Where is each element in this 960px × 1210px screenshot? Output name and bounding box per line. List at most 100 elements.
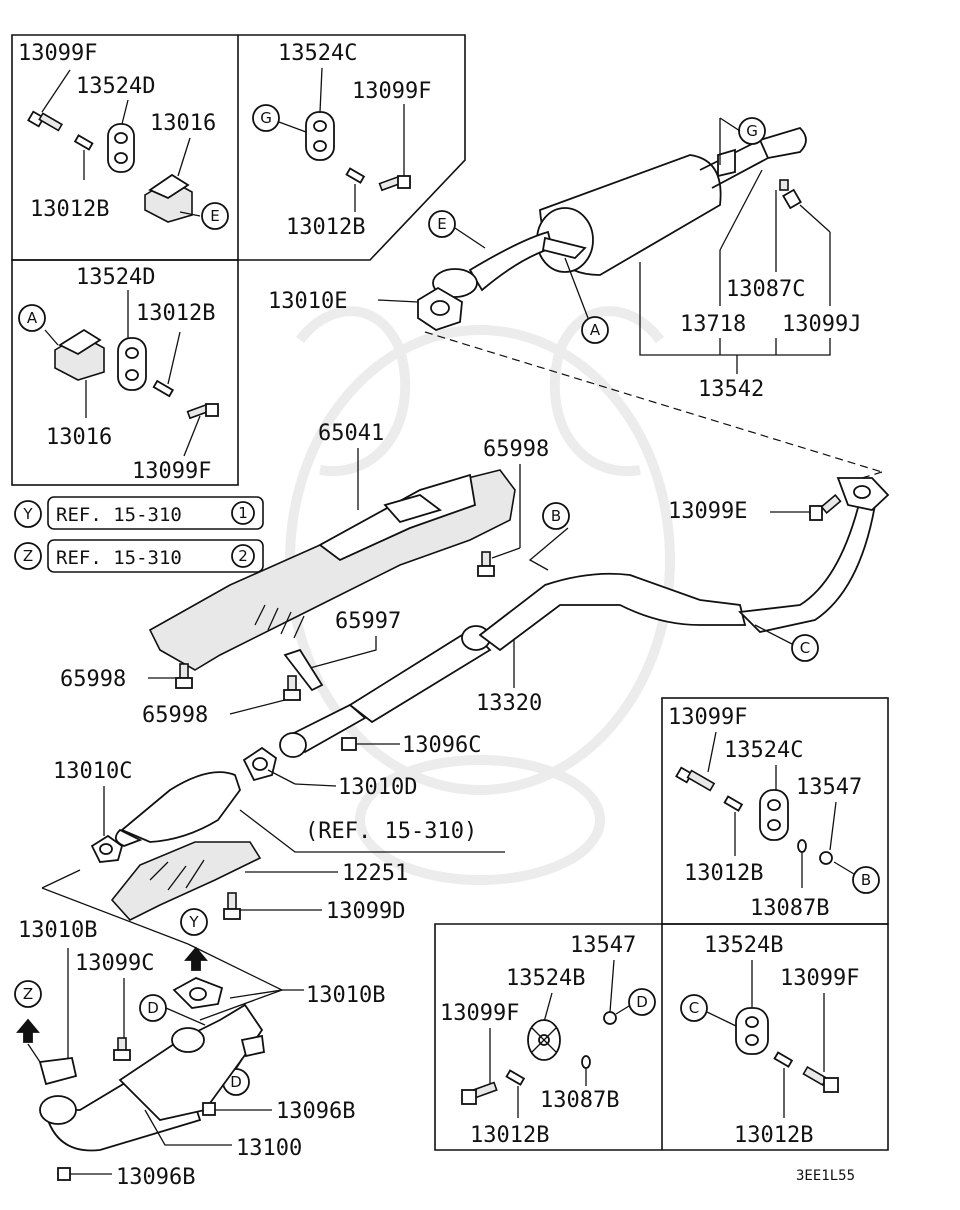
label-13320: 13320: [476, 691, 542, 716]
label-13012B-rr: 13012B: [684, 861, 763, 886]
upper-catalyst: [114, 771, 242, 847]
gasket-13010B-r: [172, 977, 224, 1009]
main-muffler-13542: [432, 126, 807, 298]
circle-Y-bottom-label: Y: [188, 913, 199, 931]
nut-13547-bm: [603, 1011, 617, 1025]
bolt-13099C: [113, 1037, 131, 1061]
label-13099F-rr: 13099F: [668, 705, 747, 730]
label-13087B-rr: 13087B: [750, 896, 829, 921]
circle-C-br-label: C: [689, 999, 699, 1017]
circle-B-rr: B: [852, 866, 880, 894]
ref-z-num: 2: [238, 547, 248, 565]
label-13524B-bm: 13524B: [506, 966, 585, 991]
label-13016-ml: 13016: [46, 425, 112, 450]
hanger-13524B-br: [735, 1007, 769, 1055]
circle-D-left-label: D: [147, 999, 159, 1017]
bolt-13099J: [779, 179, 802, 210]
label-13524D-tl: 13524D: [76, 74, 155, 99]
circle-B-rr-label: B: [861, 871, 871, 889]
label-13099F-bm: 13099F: [440, 1001, 519, 1026]
box-top-left: [11, 34, 466, 261]
nut-13547-rr: [819, 851, 833, 865]
bolt-13099D: [223, 892, 241, 920]
up-arrow-z: [16, 1018, 40, 1043]
circle-A-top: A: [581, 316, 609, 344]
bracket-13016-tl: [144, 173, 193, 223]
circle-E-tl-label: E: [210, 207, 219, 225]
label-13524C-tm: 13524C: [278, 41, 357, 66]
label-13542: 13542: [698, 377, 764, 402]
pin-13012B-br: [773, 1051, 794, 1068]
ref-y-circle: Y: [22, 505, 33, 523]
center-pipe-13320: [279, 498, 877, 758]
label-65041: 65041: [318, 421, 384, 446]
pin-13012B-ml: [152, 379, 175, 398]
label-65998-top: 65998: [483, 437, 549, 462]
label-13010D: 13010D: [338, 775, 417, 800]
label-13099C: 13099C: [75, 951, 154, 976]
pin-13012B-rr: [723, 795, 744, 812]
label-13087C-top: 13087C: [726, 277, 805, 302]
hanger-13524D-ml: [117, 337, 147, 391]
hanger-13524B-bm: [527, 1019, 561, 1061]
circle-A-ml: A: [18, 304, 46, 332]
front-pipe-13100: [39, 1003, 265, 1152]
circle-D-right-label: D: [230, 1073, 242, 1091]
label-13087B-bm: 13087B: [540, 1088, 619, 1113]
label-13099E: 13099E: [668, 499, 747, 524]
pin-13012B-bm: [505, 1069, 526, 1086]
label-65997: 65997: [335, 609, 401, 634]
figure-code: 3EE1L55: [796, 1168, 855, 1184]
label-13524D-ml: 13524D: [76, 265, 155, 290]
label-13010B-r: 13010B: [306, 983, 385, 1008]
bolt-13099F-bm: [461, 1081, 498, 1105]
gasket-13010E: [417, 286, 463, 331]
label-13096B-b: 13096B: [116, 1165, 195, 1190]
circle-D-left: D: [139, 994, 167, 1022]
bolt-65998-l1: [175, 663, 193, 689]
circle-A-top-label: A: [590, 321, 601, 339]
label-13099J: 13099J: [782, 312, 861, 337]
bolt-13099F-br: [802, 1065, 839, 1093]
label-13010B-l: 13010B: [18, 918, 97, 943]
circle-G-tm: G: [252, 104, 280, 132]
pin-13012B-tm: [345, 167, 366, 184]
label-13099F-tm: 13099F: [352, 79, 431, 104]
label-13524B-br: 13524B: [704, 933, 783, 958]
bolt-13099F-tm: [378, 175, 411, 192]
bolt-13099E: [809, 494, 842, 521]
label-13524C-rr: 13524C: [724, 738, 803, 763]
bolt-13099F-tl: [27, 110, 63, 132]
circle-E-tl: E: [201, 202, 229, 230]
circle-G-tm-label: G: [260, 109, 272, 127]
washer-13087B-rr: [797, 839, 807, 853]
ref-z-text: REF. 15-310: [56, 547, 182, 569]
nut-13096B-m: [202, 1102, 216, 1116]
label-13096C: 13096C: [402, 733, 481, 758]
label-13012B-tl: 13012B: [30, 197, 109, 222]
circle-B-center: B: [542, 502, 570, 530]
circle-C-br: C: [680, 994, 708, 1022]
ref-y-row: Y REF. 15-310 1: [14, 496, 264, 530]
label-13547-rr: 13547: [796, 775, 862, 800]
label-12251: 12251: [342, 861, 408, 886]
circle-Y-bottom: Y: [180, 908, 208, 936]
bracket-65997: [283, 648, 324, 692]
label-13099F-tl: 13099F: [18, 41, 97, 66]
label-13096B-m: 13096B: [276, 1099, 355, 1124]
circle-Z-bottom: Z: [14, 980, 42, 1008]
label-13010C: 13010C: [53, 759, 132, 784]
circle-Z-bottom-label: Z: [23, 985, 33, 1003]
bolt-13099F-ml: [186, 403, 219, 420]
pin-13012B-tl: [73, 134, 94, 151]
up-arrow-y: [184, 946, 208, 971]
label-65998-l1: 65998: [60, 667, 126, 692]
label-13099D: 13099D: [326, 899, 405, 924]
label-ref-15-310: (REF. 15-310): [305, 819, 477, 844]
label-13012B-ml: 13012B: [136, 301, 215, 326]
circle-C-center-label: C: [800, 639, 810, 657]
hanger-13524D-tl: [107, 123, 135, 173]
washer-13087B-bm: [581, 1055, 591, 1069]
label-13718: 13718: [680, 312, 746, 337]
